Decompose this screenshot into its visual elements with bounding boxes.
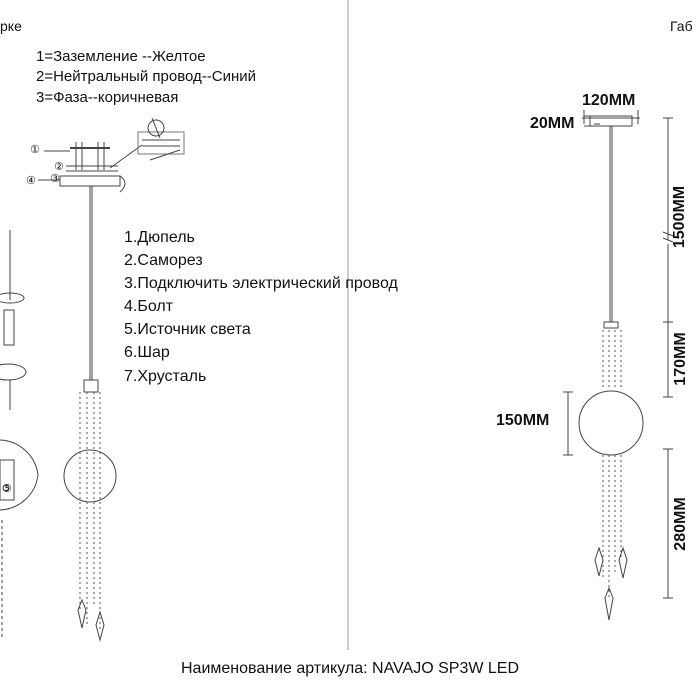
callout-4: ④ xyxy=(26,175,36,187)
wiring-item-neutral: 2=Нейтральный провод--Синий xyxy=(36,68,257,85)
wiring-item-ground: 1=Заземление --Желтое xyxy=(36,48,206,65)
callout-3: ③ xyxy=(50,173,60,185)
callout-2: ② xyxy=(54,161,64,173)
callout-1: ① xyxy=(30,144,40,156)
part-item-crystal: 7.Хрусталь xyxy=(124,368,207,385)
callout-5: ⑤ xyxy=(2,483,12,495)
part-item-screw: 2.Саморез xyxy=(124,252,203,269)
dim-canopy-width: 120MM xyxy=(582,92,636,109)
part-item-bolt: 4.Болт xyxy=(124,298,174,315)
assembled-lamp xyxy=(63,186,117,642)
dim-canopy-height: 20MM xyxy=(530,115,575,132)
dim-upper-crystal: 170MM xyxy=(672,332,689,386)
part-item-ball: 6.Шар xyxy=(124,344,170,361)
dimension-drawing xyxy=(563,110,674,621)
dim-ball-diameter: 150MM xyxy=(496,412,550,429)
wiring-item-phase: 3=Фаза--коричневая xyxy=(36,89,179,106)
part-item-light-source: 5.Источник света xyxy=(124,321,251,338)
article-name-footer: Наименование артикула: NAVAJO SP3W LED xyxy=(180,660,520,677)
part-item-dowel: 1.Дюпель xyxy=(124,229,195,246)
crystal-strands xyxy=(79,392,101,630)
dim-lower-crystal: 280MM xyxy=(672,497,689,551)
dim-cable-length: 1500MM xyxy=(671,185,688,249)
left-header-fragment: рке xyxy=(0,18,22,34)
part-item-wire: 3.Подключить электрический провод xyxy=(124,275,398,292)
exploded-view-partial xyxy=(0,230,39,640)
canopy-detail xyxy=(38,117,185,193)
right-header-fragment: Габ xyxy=(670,18,693,34)
